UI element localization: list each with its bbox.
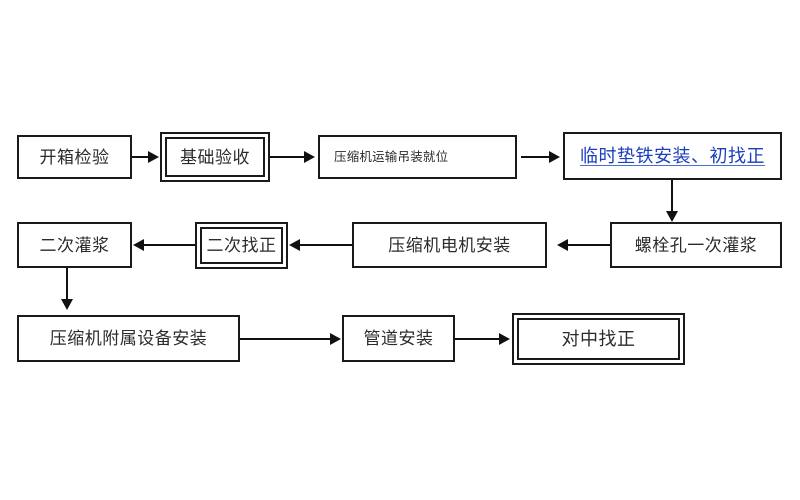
connector-n2-n3 bbox=[270, 156, 304, 158]
arrowhead-n2-n3 bbox=[304, 151, 315, 163]
connector-n10-n11 bbox=[455, 338, 500, 340]
node-ya-suo-ji-dian-ji-an-zhuang[interactable]: 压缩机电机安装 bbox=[352, 222, 547, 268]
arrowhead-n6-n5 bbox=[133, 239, 144, 251]
arrowhead-n8-n7 bbox=[557, 239, 568, 251]
connector-n6-n5 bbox=[144, 244, 195, 246]
node-label: 对中找正 bbox=[561, 329, 636, 349]
arrowhead-n7-n6 bbox=[289, 239, 300, 251]
node-ji-chu-yan-shou[interactable]: 基础验收 bbox=[160, 132, 270, 182]
node-er-ci-guan-jiang[interactable]: 二次灌浆 bbox=[17, 222, 132, 268]
node-kai-xiang-jian-yan[interactable]: 开箱检验 bbox=[17, 135, 132, 179]
arrowhead-n4-n8 bbox=[666, 211, 678, 222]
arrowhead-n5-n9 bbox=[61, 299, 73, 310]
node-label: 二次灌浆 bbox=[39, 235, 110, 255]
node-label: 基础验收 bbox=[180, 147, 250, 167]
node-ya-suo-ji-yun-shu-diao-zhuang-jiu-wei[interactable]: 压缩机运输吊装就位 bbox=[318, 135, 517, 179]
connector-n5-n9 bbox=[66, 268, 68, 302]
connector-n4-n8 bbox=[671, 180, 673, 214]
node-inner-frame: 对中找正 bbox=[517, 318, 680, 360]
node-inner-frame: 基础验收 bbox=[165, 137, 265, 177]
arrowhead-n1-n2 bbox=[148, 151, 159, 163]
connector-n7-n6 bbox=[300, 244, 352, 246]
node-label: 压缩机运输吊装就位 bbox=[334, 149, 449, 164]
node-label: 开箱检验 bbox=[39, 147, 110, 167]
node-lin-shi-dian-tie-an-zhuang-chu-zhao-zheng[interactable]: 临时垫铁安装、初找正 bbox=[563, 132, 782, 180]
node-luo-shuan-kong-yi-ci-guan-jiang[interactable]: 螺栓孔一次灌浆 bbox=[610, 222, 782, 268]
node-ya-suo-ji-fu-shu-she-bei-an-zhuang[interactable]: 压缩机附属设备安装 bbox=[17, 315, 240, 362]
node-label: 临时垫铁安装、初找正 bbox=[580, 146, 765, 166]
node-label: 二次找正 bbox=[206, 236, 277, 255]
node-label: 螺栓孔一次灌浆 bbox=[634, 235, 758, 255]
arrowhead-n3-n4 bbox=[549, 151, 560, 163]
node-guan-dao-an-zhuang[interactable]: 管道安装 bbox=[342, 315, 455, 362]
node-label: 压缩机附属设备安装 bbox=[49, 329, 208, 348]
node-label: 管道安装 bbox=[363, 329, 434, 348]
node-inner-frame: 二次找正 bbox=[200, 227, 283, 264]
connector-n1-n2 bbox=[132, 156, 149, 158]
arrowhead-n9-n10 bbox=[330, 333, 341, 345]
connector-n3-n4 bbox=[521, 156, 552, 158]
node-label: 压缩机电机安装 bbox=[388, 235, 511, 255]
arrowhead-n10-n11 bbox=[499, 333, 510, 345]
connector-n8-n7 bbox=[568, 244, 610, 246]
connector-n9-n10 bbox=[240, 338, 331, 340]
node-er-ci-zhao-zheng[interactable]: 二次找正 bbox=[195, 222, 288, 269]
node-dui-zhong-zhao-zheng[interactable]: 对中找正 bbox=[512, 313, 687, 367]
